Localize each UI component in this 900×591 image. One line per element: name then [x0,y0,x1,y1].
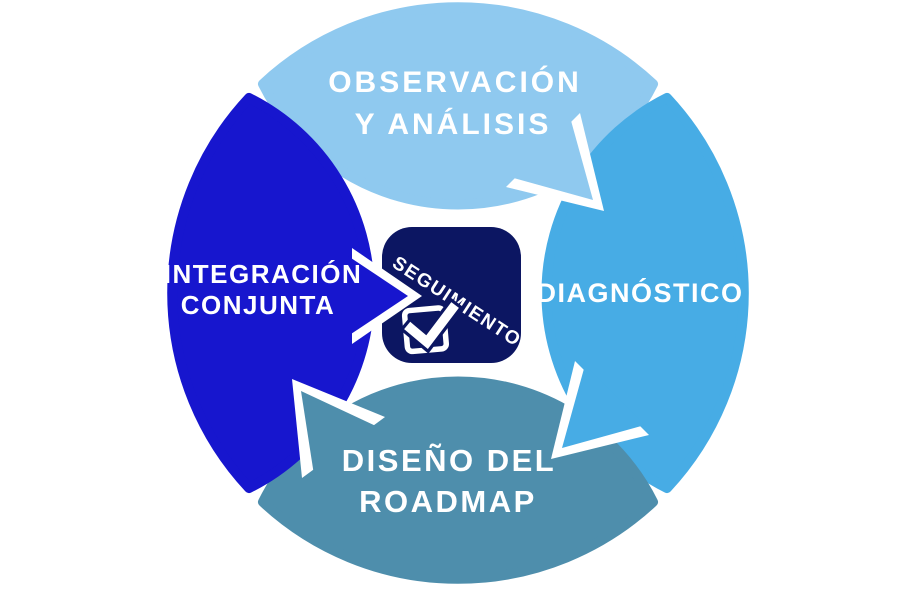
checkbox-checked-icon [399,297,464,355]
segment-integracion-shape [167,93,375,493]
segment-integracion-label-line1: INTEGRACIÓN [164,259,363,289]
segment-observacion-label-line2: Y ANÁLISIS [355,107,552,141]
arrow-roadmap-to-integracion [301,391,378,475]
arrow-observacion-to-diagnostico [510,117,593,200]
segment-observacion-label-line1: OBSERVACIÓN [328,65,582,99]
segment-diseno-roadmap-label-line1: DISEÑO DEL [342,443,556,478]
arrow-integracion-to-seguimiento [348,256,408,336]
segment-diagnostico-label: DIAGNÓSTICO [536,277,743,308]
arrow-diagnostico-to-roadmap [562,365,645,448]
segment-diseno-roadmap-label-line2: ROADMAP [359,484,537,519]
checkbox-check-mark [404,302,459,349]
segment-integracion-label-line2: CONJUNTA [181,290,336,320]
